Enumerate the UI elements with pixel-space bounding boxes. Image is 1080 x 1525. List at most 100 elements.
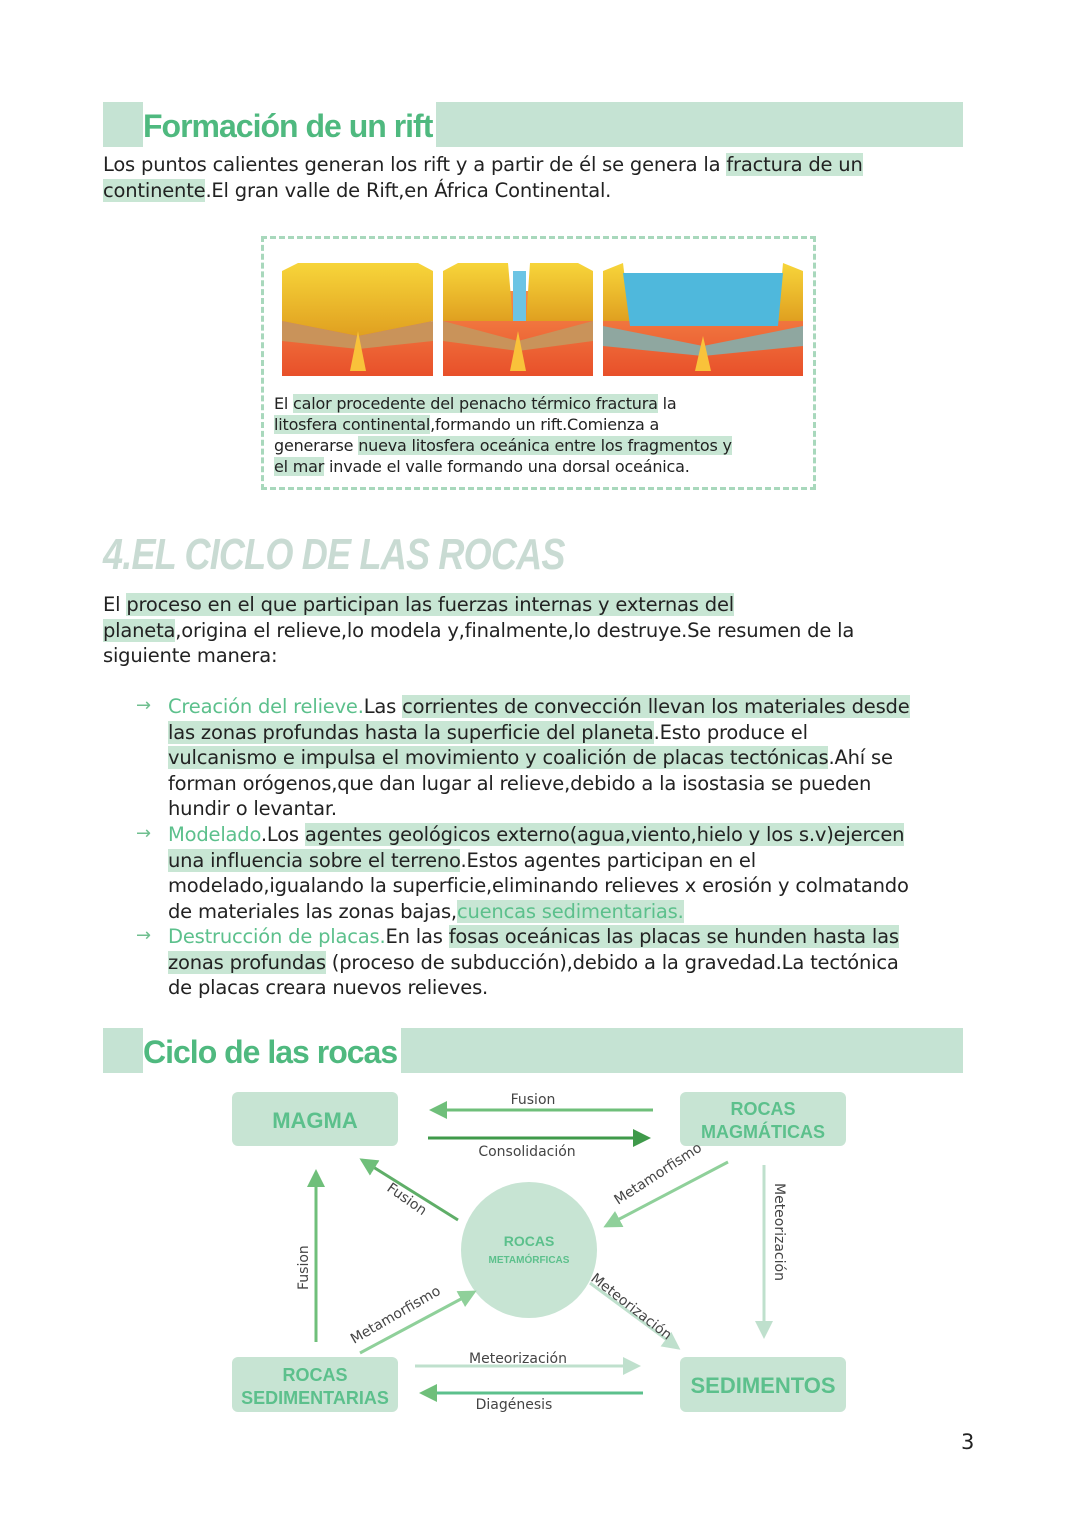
rift-figure: El calor procedente del penacho térmico …	[261, 236, 816, 490]
highlighted-text: fractura de un	[726, 153, 863, 176]
text-segment: generarse	[274, 436, 359, 455]
node-label: ROCAS	[282, 1365, 347, 1385]
bullet-item: Creación del relieve.Las corrientes de c…	[168, 694, 910, 822]
highlighted-text: litosfera continental	[274, 415, 431, 434]
arrow-bullet-icon: →	[136, 823, 152, 844]
text-segment: .Ahí se	[828, 746, 893, 769]
text-line: el mar invade el valle formando una dors…	[274, 456, 732, 477]
text-line: siguiente manera:	[103, 643, 854, 669]
text-line: El proceso en el que participan las fuer…	[103, 592, 854, 618]
text-line: vulcanismo e impulsa el movimiento y coa…	[168, 745, 910, 771]
text-line: Los puntos calientes generan los rift y …	[103, 152, 863, 178]
text-segment: hundir o levantar.	[168, 797, 337, 820]
highlighted-text: zonas profundas	[168, 950, 326, 974]
highlighted-text: planeta	[103, 618, 176, 642]
highlighted-text: una influencia sobre el terreno	[168, 848, 461, 872]
arrow-label: Metamorfismo	[611, 1140, 704, 1208]
arrow-label: Fusion	[511, 1092, 556, 1108]
text-segment: El	[274, 394, 294, 413]
text-line: hundir o levantar.	[168, 796, 910, 822]
text-line: planeta,origina el relieve,lo modela y,f…	[103, 618, 854, 644]
section-4-heading: 4.EL CICLO DE LAS ROCAS	[103, 530, 565, 579]
highlighted-text: fosas oceánicas las placas se hunden has…	[448, 925, 899, 948]
text-segment: de materiales las zonas bajas,	[168, 899, 457, 923]
text-line: de placas creara nuevos relieves.	[168, 975, 899, 1001]
page-number: 3	[961, 1430, 975, 1454]
text-line: continente.El gran valle de Rift,en Áfri…	[103, 178, 863, 204]
text-line: modelado,igualando la superficie,elimina…	[168, 873, 909, 899]
text-line: El calor procedente del penacho térmico …	[274, 393, 732, 414]
highlighted-text: agentes geológicos externo(agua,viento,h…	[304, 823, 905, 846]
text-line: litosfera continental,formando un rift.C…	[274, 414, 732, 435]
node-label: ROCAS	[730, 1099, 795, 1119]
key-term: Destrucción de placas.	[168, 925, 386, 948]
arrow-fusion-diagonal	[359, 1158, 459, 1222]
rift-stage-1	[282, 263, 433, 376]
key-term: cuencas sedimentarias.	[456, 899, 684, 923]
highlighted-text: corrientes de convección llevan los mate…	[402, 695, 910, 718]
node-sediments	[680, 1357, 846, 1412]
text-line: Creación del relieve.Las corrientes de c…	[168, 694, 910, 720]
arrow-bullet-icon: →	[136, 925, 152, 946]
node-metamorphic-rocks	[461, 1182, 597, 1318]
text-segment: Las	[363, 695, 403, 718]
highlighted-text: el mar	[274, 457, 325, 476]
arrow-label: Diagénesis	[476, 1397, 553, 1413]
text-segment: siguiente manera:	[103, 644, 278, 667]
section-4-intro: El proceso en el que participan las fuer…	[103, 592, 854, 669]
node-label: MAGMÁTICAS	[701, 1121, 825, 1142]
cycle-heading-band: Ciclo de las rocas	[103, 1028, 963, 1073]
rift-heading-band: Formación de un rift	[103, 102, 963, 147]
text-line: generarse nueva litosfera oceánica entre…	[274, 435, 732, 456]
text-line: de materiales las zonas bajas,cuencas se…	[168, 899, 909, 925]
rift-intro-paragraph: Los puntos calientes generan los rift y …	[103, 152, 863, 203]
text-segment: .Estos agentes participan en el	[460, 848, 756, 872]
arrow-label: Meteorización	[588, 1271, 675, 1344]
node-label: ROCAS	[504, 1233, 555, 1249]
text-segment: ,origina el relieve,lo modela y,finalmen…	[175, 618, 855, 642]
text-segment: la	[657, 394, 677, 413]
node-label: SEDIMENTOS	[690, 1373, 835, 1398]
rift-figure-caption: El calor procedente del penacho térmico …	[274, 393, 732, 477]
rift-illustration	[282, 263, 803, 376]
text-segment: En las	[385, 925, 449, 948]
node-magma	[232, 1092, 398, 1146]
bullet-item: Destrucción de placas.En las fosas oceán…	[168, 924, 899, 1001]
node-label: METAMÓRFICAS	[489, 1253, 570, 1266]
rift-stage-2	[443, 263, 593, 376]
cycle-heading: Ciclo de las rocas	[143, 1028, 402, 1073]
text-segment: invade el valle formando una dorsal oceá…	[324, 457, 690, 476]
arrow-bullet-icon: →	[136, 695, 152, 716]
text-segment: de placas creara nuevos relieves.	[168, 976, 489, 999]
arrow-label: Meteorización	[469, 1351, 567, 1367]
arrow-weathering-diagonal	[589, 1281, 681, 1350]
text-segment: forman orógenos,que dan lugar al relieve…	[168, 771, 872, 795]
text-line: Destrucción de placas.En las fosas oceán…	[168, 924, 899, 950]
text-segment: .Esto produce el	[653, 720, 808, 744]
node-label: MAGMA	[272, 1108, 358, 1133]
node-label: SEDIMENTARIAS	[241, 1388, 389, 1408]
node-magmatic-rocks	[680, 1092, 846, 1146]
text-segment: modelado,igualando la superficie,elimina…	[168, 874, 909, 897]
node-sedimentary-rocks	[232, 1357, 398, 1412]
arrow-metamorphism-bottom	[359, 1290, 477, 1355]
arrow-label: Fusion	[384, 1180, 430, 1219]
highlighted-text: proceso en el que participan las fuerzas…	[126, 593, 734, 616]
text-line: Modelado.Los agentes geológicos externo(…	[168, 822, 909, 848]
key-term: Modelado	[168, 823, 261, 846]
arrow-label: Meteorización	[771, 1183, 787, 1281]
text-segment: .Los	[260, 823, 305, 846]
arrow-label: Consolidación	[478, 1144, 575, 1160]
arrow-label: Metamorfismo	[348, 1283, 444, 1347]
text-line: forman orógenos,que dan lugar al relieve…	[168, 771, 910, 797]
highlighted-text: las zonas profundas hasta la superficie …	[168, 720, 654, 744]
rift-stage-3	[603, 263, 803, 376]
highlighted-text: continente	[103, 178, 206, 202]
text-segment: .El gran valle de Rift,en África Contine…	[205, 178, 612, 202]
bullet-item: Modelado.Los agentes geológicos externo(…	[168, 822, 909, 924]
text-segment: ,formando un rift.Comienza a	[430, 415, 660, 434]
rift-heading: Formación de un rift	[143, 102, 437, 147]
text-line: una influencia sobre el terreno.Estos ag…	[168, 848, 909, 874]
highlighted-text: calor procedente del penacho térmico fra…	[293, 394, 658, 413]
